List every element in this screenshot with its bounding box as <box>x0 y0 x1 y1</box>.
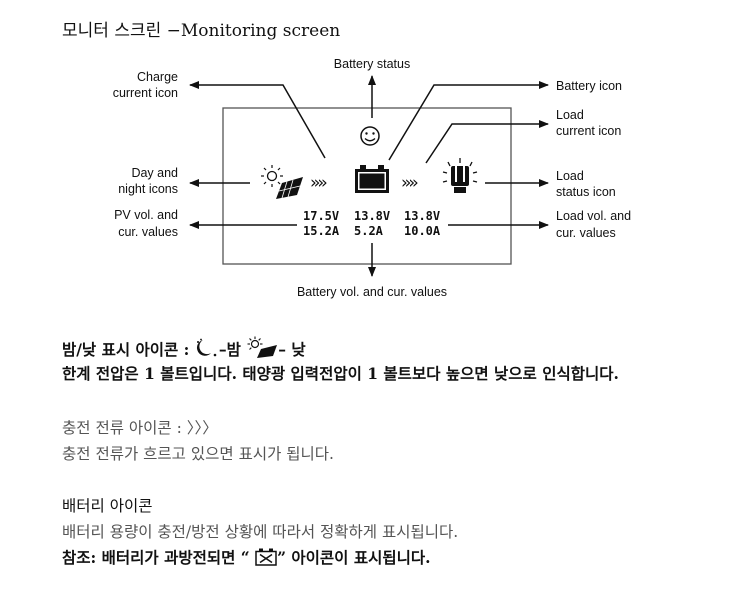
day-word: – 낮 <box>278 340 306 359</box>
bulb-icon <box>442 158 478 193</box>
day-icon <box>247 336 278 358</box>
charge-desc-note: 충전 전류가 흐르고 있으면 표시가 됩니다. <box>62 445 334 463</box>
day-night-prefix: 밤/낮 표시 아이콘 : <box>62 340 190 359</box>
load-values-label-2: cur. values <box>556 226 616 240</box>
battery-desc-note: 배터리 용량이 충전/방전 상황에 따라서 정확하게 표시됩니다. <box>62 523 459 541</box>
load-values-label-1: Load vol. and <box>556 209 631 223</box>
load-status-label-2: status icon <box>556 185 616 199</box>
charge-current-label-1: Charge <box>137 70 178 84</box>
day-night-label-2: night icons <box>118 182 178 196</box>
load-voltage: 13.8V <box>404 209 440 223</box>
charge-current-arrow <box>189 81 326 159</box>
pv-values-label-1: PV vol. and <box>114 208 178 222</box>
monitoring-screen-diagram: »» »» 17.5V 15.2A 13.8V 5.2A 13.8V 10.0A <box>113 57 631 299</box>
sun-panel-icon <box>261 165 303 199</box>
page-title: 모니터 스크린 −Monitoring screen <box>62 21 341 41</box>
load-current: 10.0A <box>404 224 441 238</box>
threshold-note: 한계 전압은 1 볼트입니다. 태양광 입력전압이 1 볼트보다 높으면 낮으로… <box>62 364 619 383</box>
load-status-label-1: Load <box>556 169 584 183</box>
load-current-label-2: current icon <box>556 124 621 138</box>
charge-current-chevrons: »» <box>310 173 327 193</box>
battery-icon <box>355 165 389 193</box>
battery-error-icon <box>255 548 277 566</box>
battery-icon-label: Battery icon <box>556 79 622 93</box>
pv-values-label-2: cur. values <box>118 225 178 239</box>
battery-values-label: Battery vol. and cur. values <box>297 285 447 299</box>
battery-heading: 배터리 아이콘 <box>62 497 153 515</box>
note-suffix: ” 아이콘이 표시됩니다. <box>277 548 431 567</box>
day-night-note: 밤/낮 표시 아이콘 : –밤 – 낮 <box>62 336 306 362</box>
moon-icon <box>196 338 217 357</box>
charge-current-label-2: current icon <box>113 86 178 100</box>
night-word: –밤 <box>218 340 241 359</box>
pv-current: 15.2A <box>303 224 340 238</box>
day-night-label-1: Day and <box>131 166 178 180</box>
charge-icon-note: 충전 전류 아이콘 : 〉〉〉 <box>62 419 218 437</box>
note-prefix: 참조: 배터리가 과방전되면 “ <box>62 548 250 567</box>
battery-icon-arrow <box>388 81 549 161</box>
battery-status-label: Battery status <box>334 57 410 71</box>
over-discharge-note: 참조: 배터리가 과방전되면 “ ” 아이콘이 표시됩니다. <box>62 546 431 570</box>
battery-voltage: 13.8V <box>354 209 390 223</box>
load-current-label-1: Load <box>556 108 584 122</box>
pv-voltage: 17.5V <box>303 209 339 223</box>
load-current-chevrons: »» <box>401 173 418 193</box>
battery-current: 5.2A <box>354 224 384 238</box>
smiley-icon <box>360 126 380 146</box>
load-current-arrow <box>425 120 549 164</box>
